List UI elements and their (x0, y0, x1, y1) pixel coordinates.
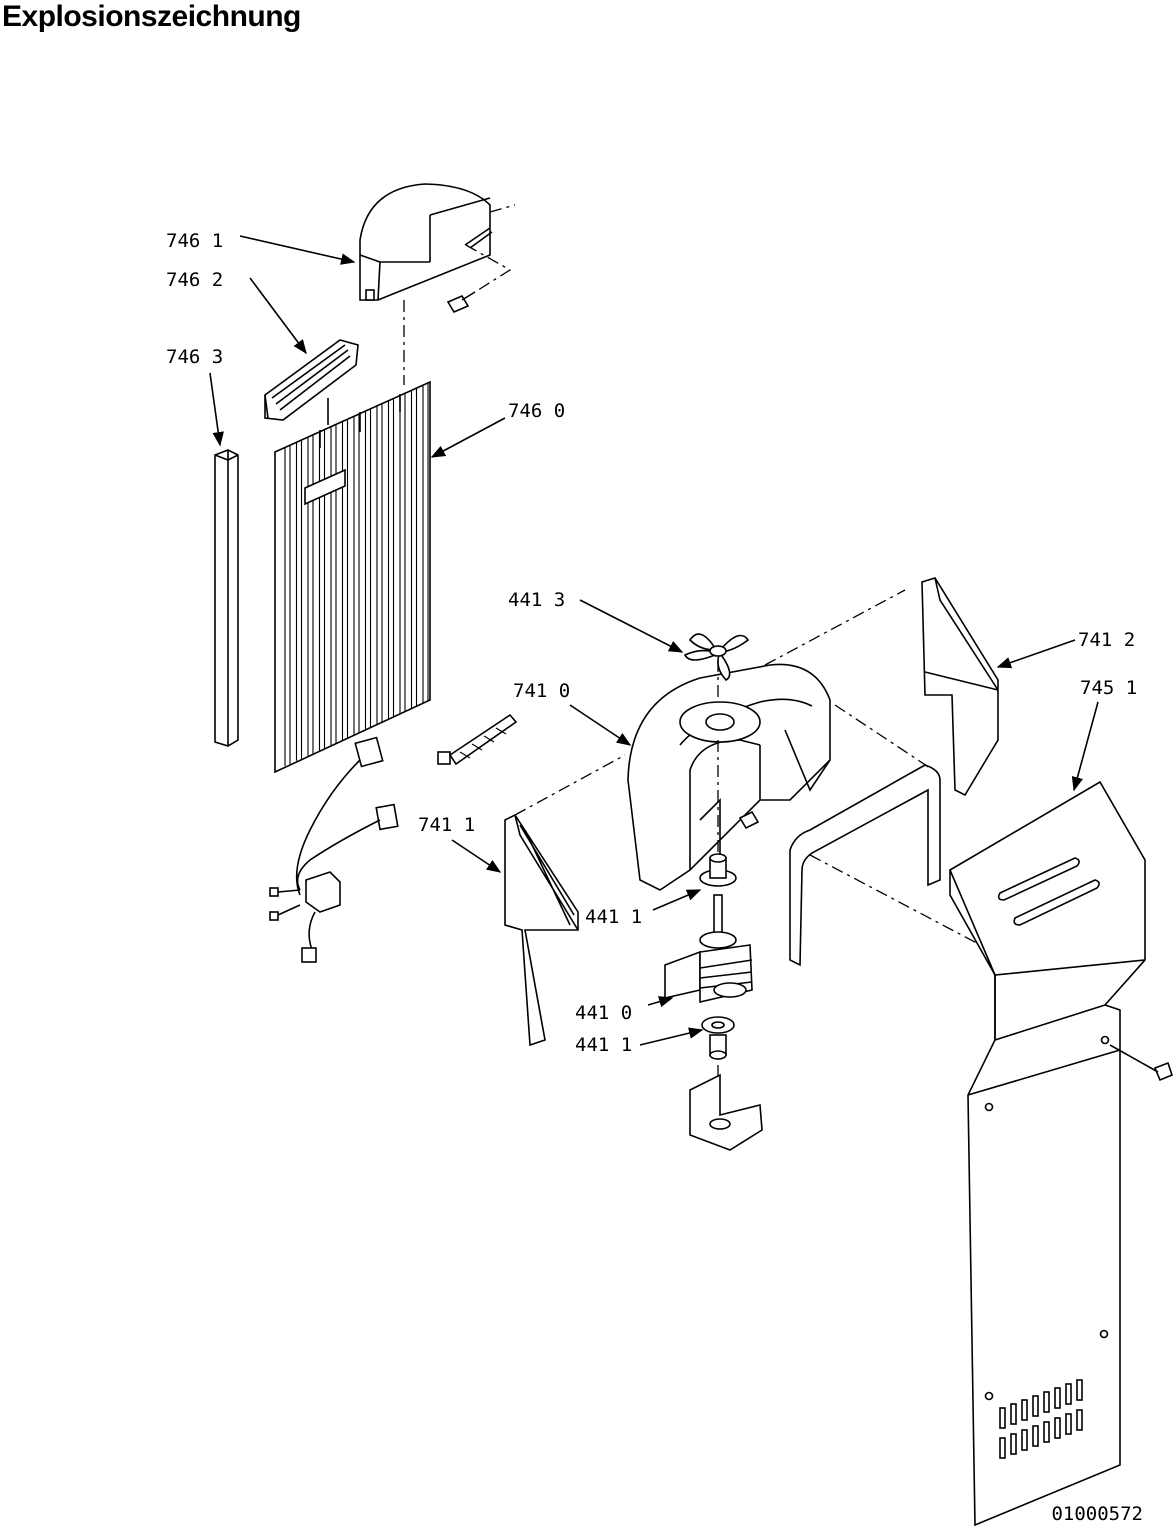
part-441-0-motor[interactable] (664, 894, 753, 1004)
label-741-1: 741 1 (418, 814, 475, 836)
part-746-0-evaporator[interactable] (274, 380, 431, 774)
label-746-0: 746 0 (508, 400, 565, 422)
wire-harness[interactable] (269, 736, 399, 963)
label-441-1-lower: 441 1 (575, 1034, 632, 1056)
label-741-0: 741 0 (513, 680, 570, 702)
label-746-2: 746 2 (166, 269, 223, 291)
label-441-1-upper: 441 1 (585, 906, 642, 928)
label-741-2: 741 2 (1078, 629, 1135, 651)
part-741-2-side-panel[interactable] (921, 577, 999, 797)
screw-746-1[interactable] (446, 291, 476, 314)
part-741-1-side-panel[interactable] (504, 813, 579, 1047)
lower-motor-bracket[interactable] (689, 1073, 763, 1151)
part-745-1-rear-cover[interactable] (949, 780, 1146, 1527)
part-441-3-fan-blade[interactable] (683, 633, 750, 682)
label-441-3: 441 3 (508, 589, 565, 611)
screw-741-0[interactable] (738, 810, 760, 830)
label-441-0: 441 0 (575, 1002, 632, 1024)
label-745-1: 745 1 (1080, 677, 1137, 699)
u-bracket[interactable] (789, 764, 941, 967)
label-746-3: 746 3 (166, 346, 223, 368)
part-746-2-bracket[interactable] (264, 339, 359, 425)
part-741-0-fan-housing[interactable] (627, 663, 831, 891)
part-441-1-lower-bushing[interactable] (701, 1016, 735, 1060)
screw-745-1[interactable] (1109, 1044, 1173, 1082)
label-746-1: 746 1 (166, 230, 223, 252)
part-746-1-duct-cover[interactable] (359, 183, 493, 301)
part-441-1-upper-bushing[interactable] (699, 853, 737, 887)
document-number: 01000572 (1051, 1503, 1143, 1525)
page-title: Explosionszeichnung (2, 0, 301, 33)
cable-tie[interactable] (437, 713, 518, 766)
part-746-3-strip[interactable] (214, 449, 239, 747)
